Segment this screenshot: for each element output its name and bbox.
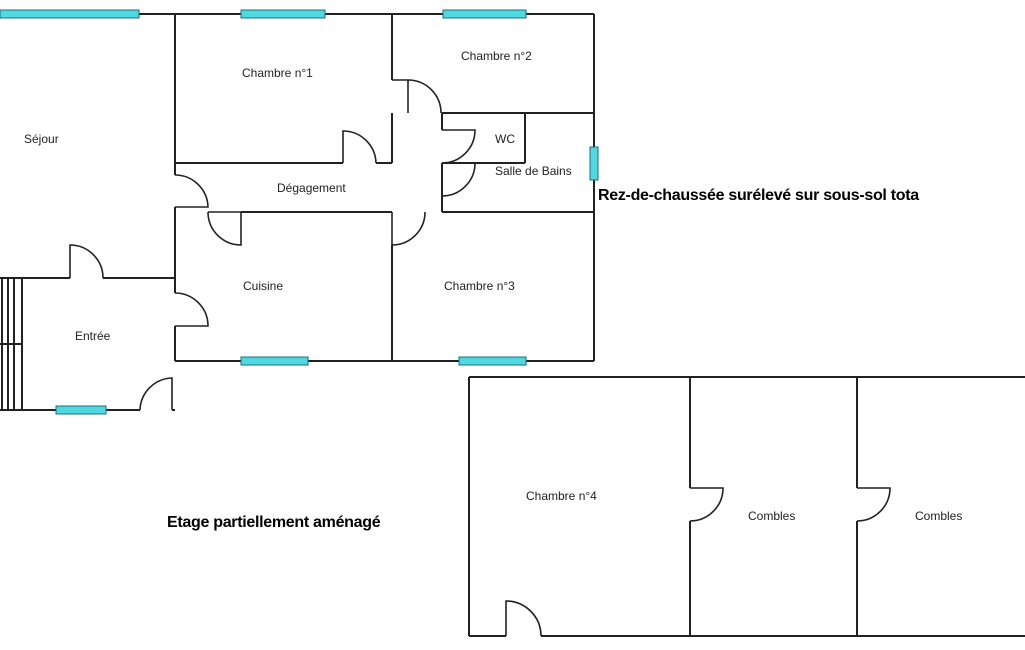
window-chambre1 bbox=[240, 9, 326, 19]
label-salle-de-bains: Salle de Bains bbox=[495, 164, 572, 178]
ground-floor-doors bbox=[69, 79, 476, 411]
upper-floor-labels: Chambre n°4 Combles Combles bbox=[526, 489, 962, 523]
door-cuisine-top bbox=[207, 211, 242, 246]
ground-floor-labels: Séjour Chambre n°1 Chambre n°2 WC Salle … bbox=[24, 49, 572, 343]
label-combles1: Combles bbox=[748, 509, 795, 523]
label-sejour: Séjour bbox=[24, 132, 59, 146]
door-degagement-sejour bbox=[174, 174, 209, 208]
door-chambre4 bbox=[505, 600, 542, 637]
window-chambre3 bbox=[458, 356, 527, 366]
window-entree bbox=[55, 405, 107, 415]
door-combles2 bbox=[856, 487, 891, 522]
upper-floor-walls bbox=[468, 376, 1025, 637]
label-chambre2: Chambre n°2 bbox=[461, 49, 532, 63]
label-cuisine: Cuisine bbox=[243, 279, 283, 293]
label-degagement: Dégagement bbox=[277, 181, 346, 195]
upper-floor-doors bbox=[505, 487, 891, 637]
caption-ground-floor: Rez-de-chaussée surélevé sur sous-sol to… bbox=[598, 187, 919, 204]
ground-floor-windows bbox=[0, 9, 599, 415]
label-chambre1: Chambre n°1 bbox=[242, 66, 313, 80]
door-entree-sejour bbox=[69, 244, 104, 279]
door-wc bbox=[441, 129, 476, 164]
label-chambre3: Chambre n°3 bbox=[444, 279, 515, 293]
door-chambre2 bbox=[392, 79, 442, 114]
caption-upper-floor: Etage partiellement aménagé bbox=[167, 514, 381, 531]
window-sejour bbox=[0, 9, 140, 19]
label-entree: Entrée bbox=[75, 329, 111, 343]
label-chambre4: Chambre n°4 bbox=[526, 489, 597, 503]
label-wc: WC bbox=[495, 132, 515, 146]
door-cuisine-entree bbox=[174, 292, 209, 327]
door-chambre1 bbox=[342, 130, 377, 164]
door-combles1 bbox=[689, 487, 724, 522]
window-chambre2 bbox=[442, 9, 527, 19]
label-combles2: Combles bbox=[915, 509, 962, 523]
door-chambre3 bbox=[391, 211, 426, 246]
door-front bbox=[139, 377, 173, 411]
door-salle-de-bains bbox=[441, 162, 476, 197]
window-salle-de-bains bbox=[589, 146, 599, 181]
window-cuisine bbox=[240, 356, 309, 366]
